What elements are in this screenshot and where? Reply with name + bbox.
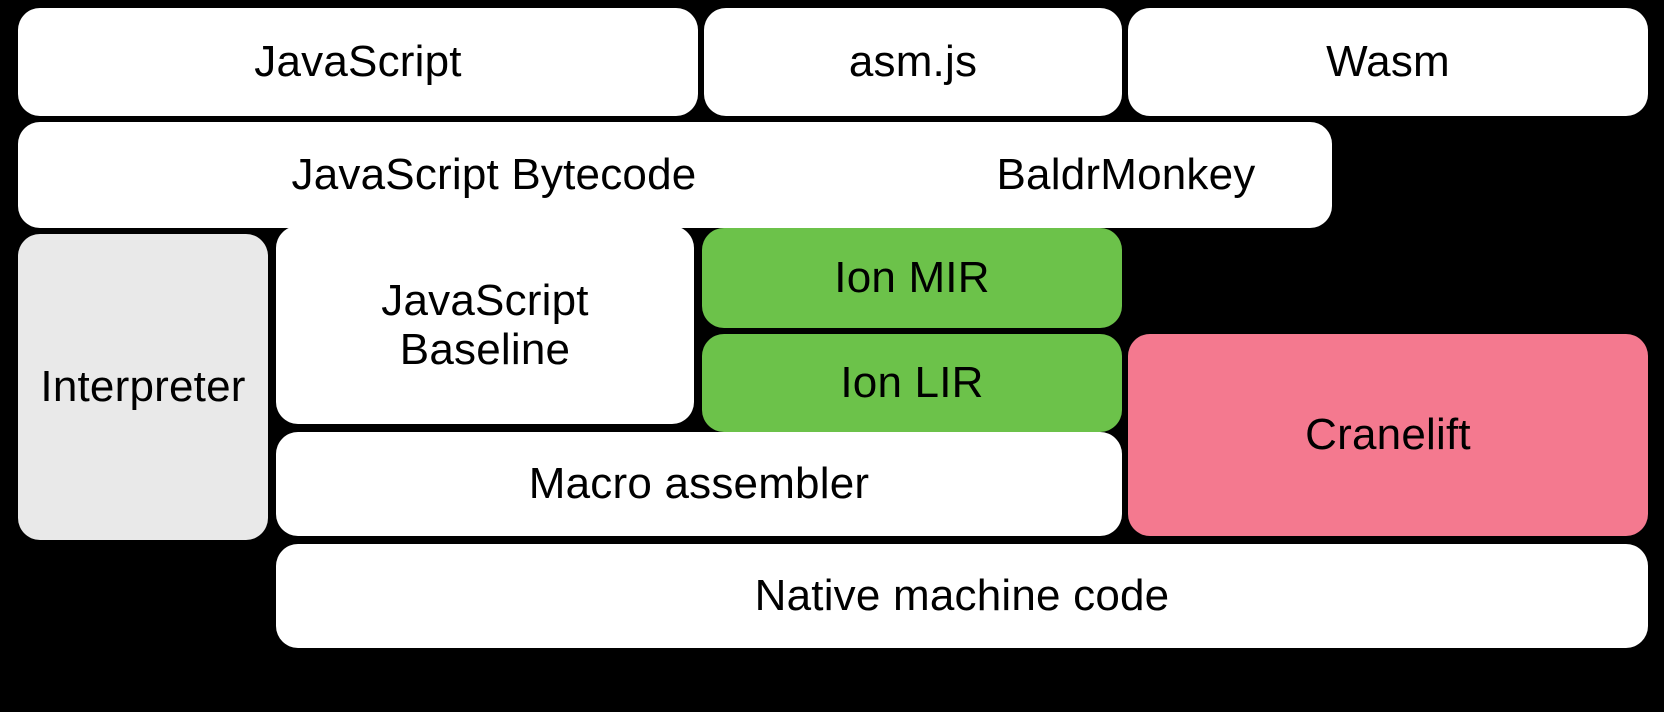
- diagram-box-label: Wasm: [1326, 37, 1450, 87]
- diagram-box-wasm: Wasm: [1128, 8, 1648, 116]
- diagram-box-native-machine-code: Native machine code: [276, 544, 1648, 648]
- diagram-box-label: JavaScript Bytecode: [291, 150, 697, 200]
- diagram-box-label: Interpreter: [40, 362, 246, 412]
- diagram-box-label: Ion MIR: [834, 253, 990, 303]
- diagram-box-javascript: JavaScript: [18, 8, 698, 116]
- diagram-box-label: Ion LIR: [840, 358, 984, 408]
- diagram-box-ion-mir: Ion MIR: [702, 228, 1122, 328]
- diagram-box-label: BaldrMonkey: [996, 150, 1256, 200]
- diagram-box-label: JavaScript: [254, 37, 462, 87]
- diagram-box-label: Macro assembler: [528, 459, 870, 509]
- diagram-box-asmjs: asm.js: [704, 8, 1122, 116]
- diagram-box-label: Native machine code: [754, 571, 1170, 621]
- diagram-box-macro-assembler: Macro assembler: [276, 432, 1122, 536]
- diagram-box-interpreter: Interpreter: [18, 234, 268, 540]
- diagram-box-javascript-baseline: JavaScript Baseline: [276, 226, 694, 424]
- diagram-box-label: Cranelift: [1305, 410, 1471, 460]
- diagram-box-javascript-bytecode: JavaScript Bytecode: [18, 122, 970, 228]
- diagram-box-label: asm.js: [848, 37, 978, 87]
- diagram-box-ion-lir: Ion LIR: [702, 334, 1122, 432]
- diagram-box-cranelift: Cranelift: [1128, 334, 1648, 536]
- diagram-box-baldrmonkey: BaldrMonkey: [920, 122, 1332, 228]
- diagram-box-label: JavaScript Baseline: [381, 275, 589, 374]
